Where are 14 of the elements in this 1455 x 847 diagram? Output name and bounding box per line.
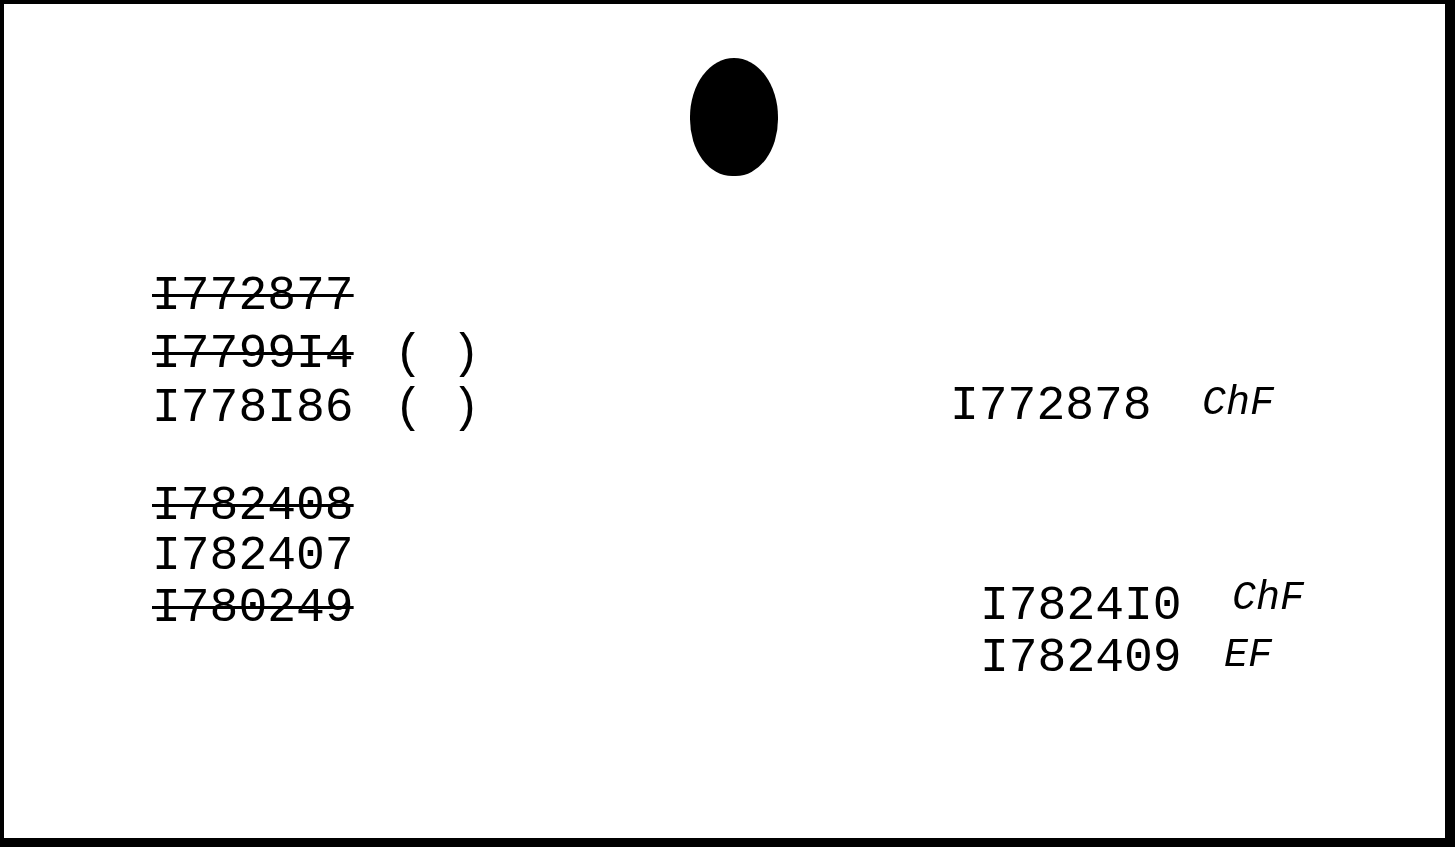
handwritten-note: I778I86 — [152, 384, 354, 432]
handwritten-note: I772878 — [950, 382, 1152, 430]
handwritten-note: ChF — [1202, 384, 1274, 424]
handwritten-note: I782407 — [152, 532, 354, 580]
struck-out-number: I780249 — [152, 584, 354, 632]
handwritten-note: I782409 — [980, 634, 1182, 682]
handwritten-note: ChF — [1232, 579, 1304, 619]
handwritten-note: ( ) — [394, 384, 481, 432]
struck-out-number: I782408 — [152, 482, 354, 530]
struck-out-number: I772877 — [152, 272, 354, 320]
handwritten-note: I7824I0 — [980, 582, 1182, 630]
handwritten-note: ( ) — [394, 330, 481, 378]
struck-out-number: I7799I4 — [152, 330, 354, 378]
handwritten-note: EF — [1224, 636, 1272, 676]
